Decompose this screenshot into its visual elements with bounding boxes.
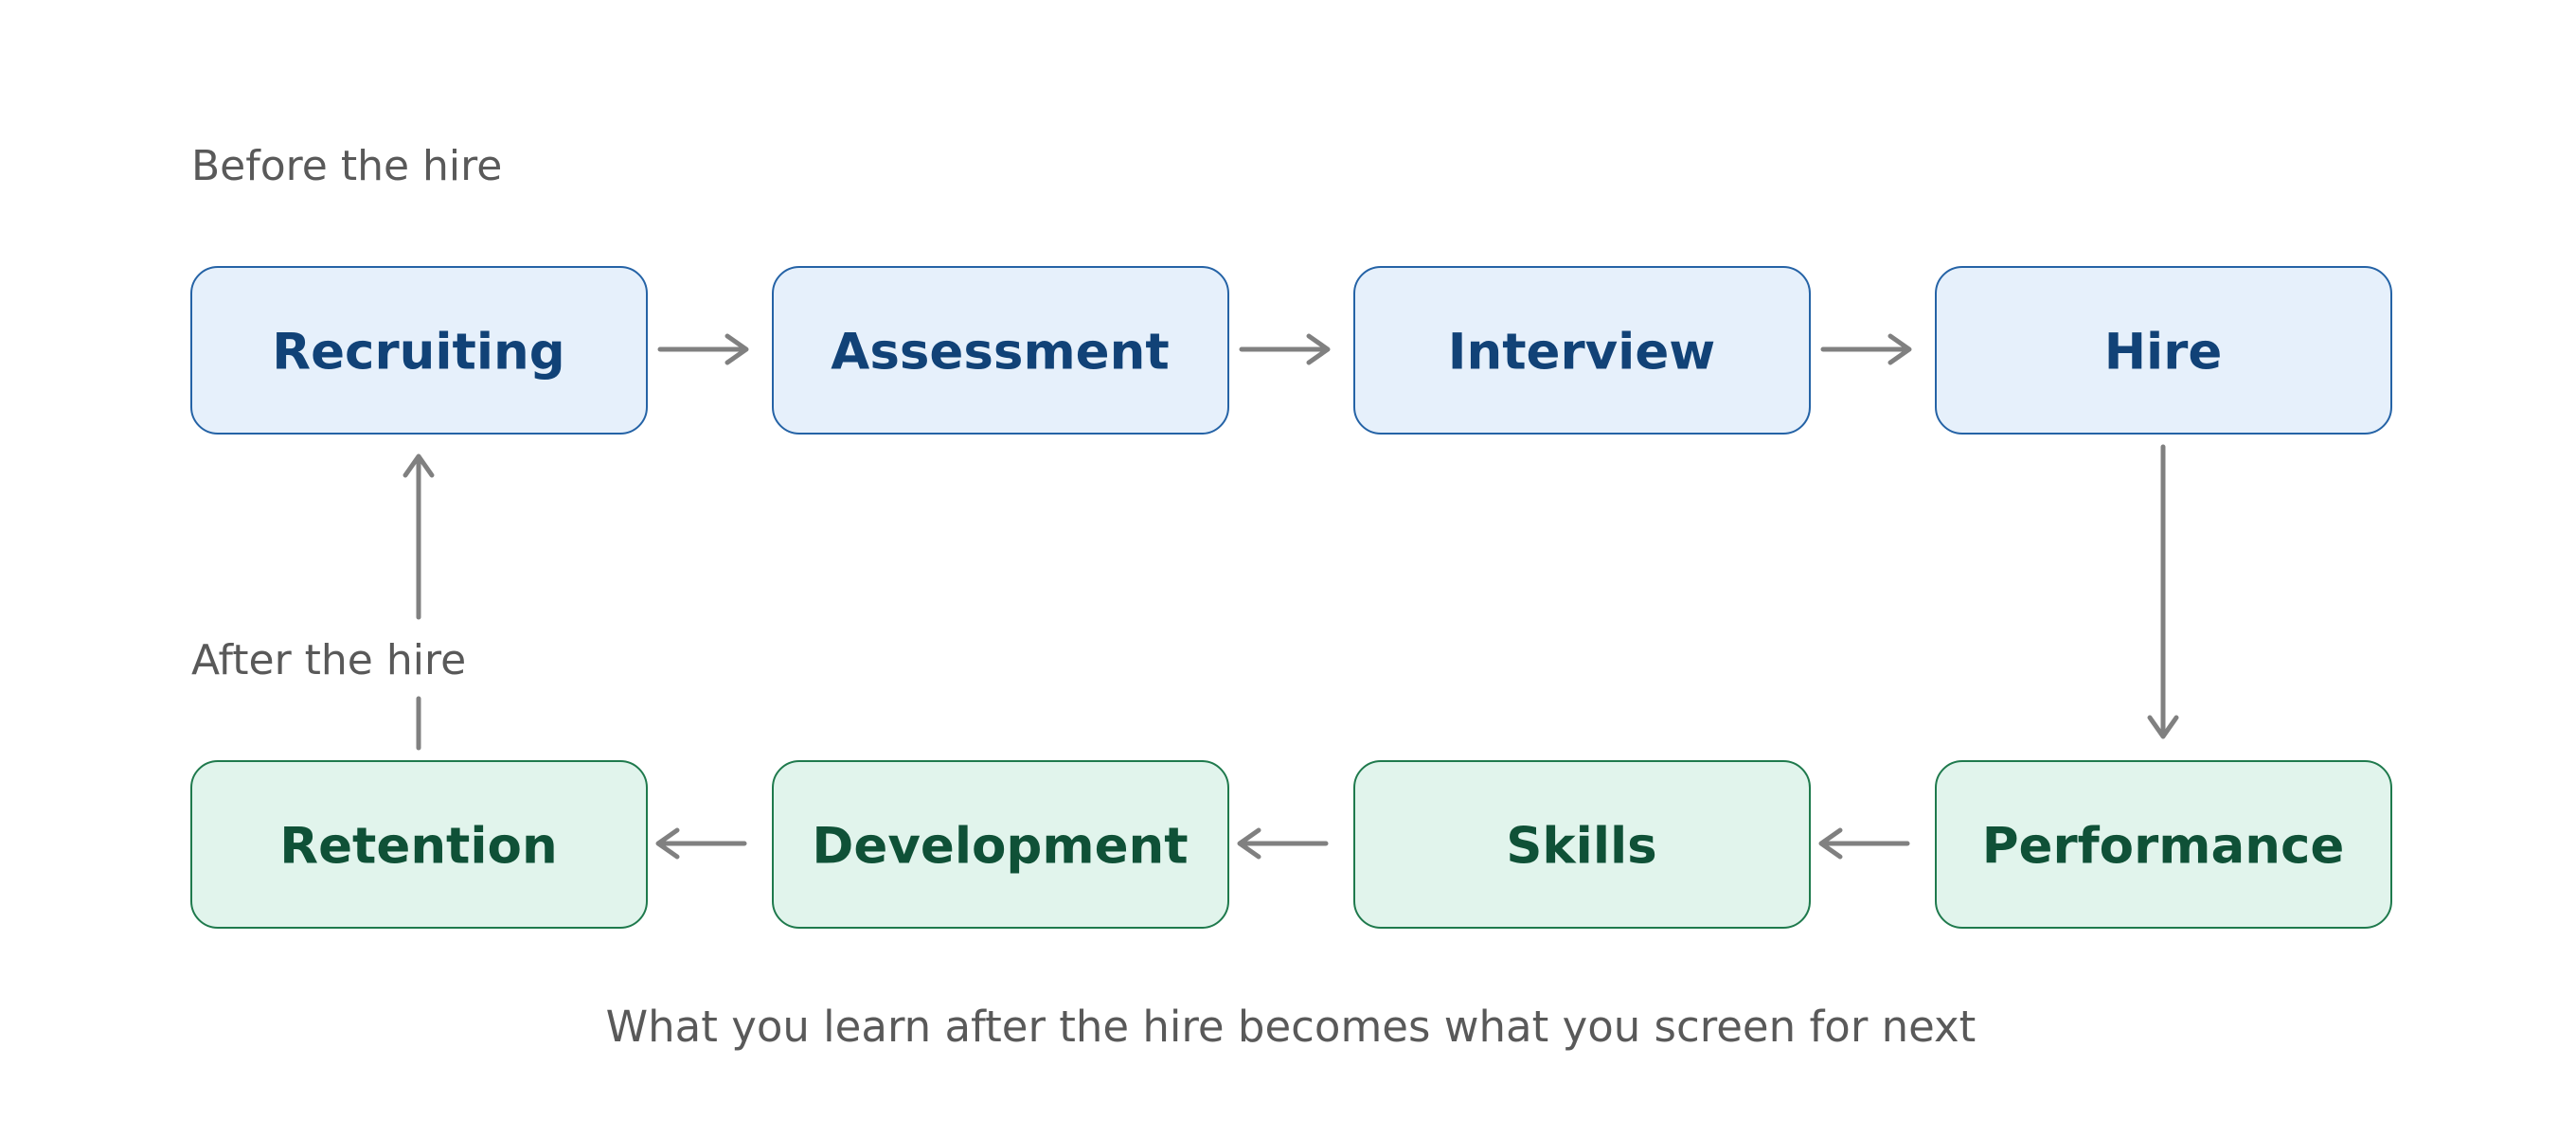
node-recruiting-label: Recruiting [272, 324, 564, 382]
edge-recruiting-assessment [657, 333, 749, 365]
node-retention-label: Retention [279, 818, 557, 876]
after-hire-label: After the hire [191, 636, 466, 684]
node-performance-label: Performance [1982, 818, 2345, 876]
node-assessment-label: Assessment [831, 324, 1169, 382]
edge-interview-hire [1820, 333, 1912, 365]
node-interview-label: Interview [1448, 324, 1716, 382]
footer-caption: What you learn after the hire becomes wh… [606, 1002, 1977, 1052]
edge-performance-skills [1818, 827, 1910, 860]
edge-retention-recruiting [402, 453, 435, 751]
node-recruiting: Recruiting [190, 266, 648, 435]
node-skills-label: Skills [1506, 818, 1656, 876]
node-hire: Hire [1935, 266, 2392, 435]
edge-assessment-interview [1239, 333, 1331, 365]
node-assessment: Assessment [772, 266, 1229, 435]
node-performance: Performance [1935, 760, 2392, 929]
before-hire-label: Before the hire [191, 142, 502, 190]
node-skills: Skills [1353, 760, 1811, 929]
node-development-label: Development [812, 818, 1188, 876]
edge-skills-development [1237, 827, 1329, 860]
node-retention: Retention [190, 760, 648, 929]
node-development: Development [772, 760, 1229, 929]
edge-development-retention [655, 827, 747, 860]
node-interview: Interview [1353, 266, 1811, 435]
node-hire-label: Hire [2104, 324, 2223, 382]
edge-hire-performance [2147, 444, 2179, 739]
